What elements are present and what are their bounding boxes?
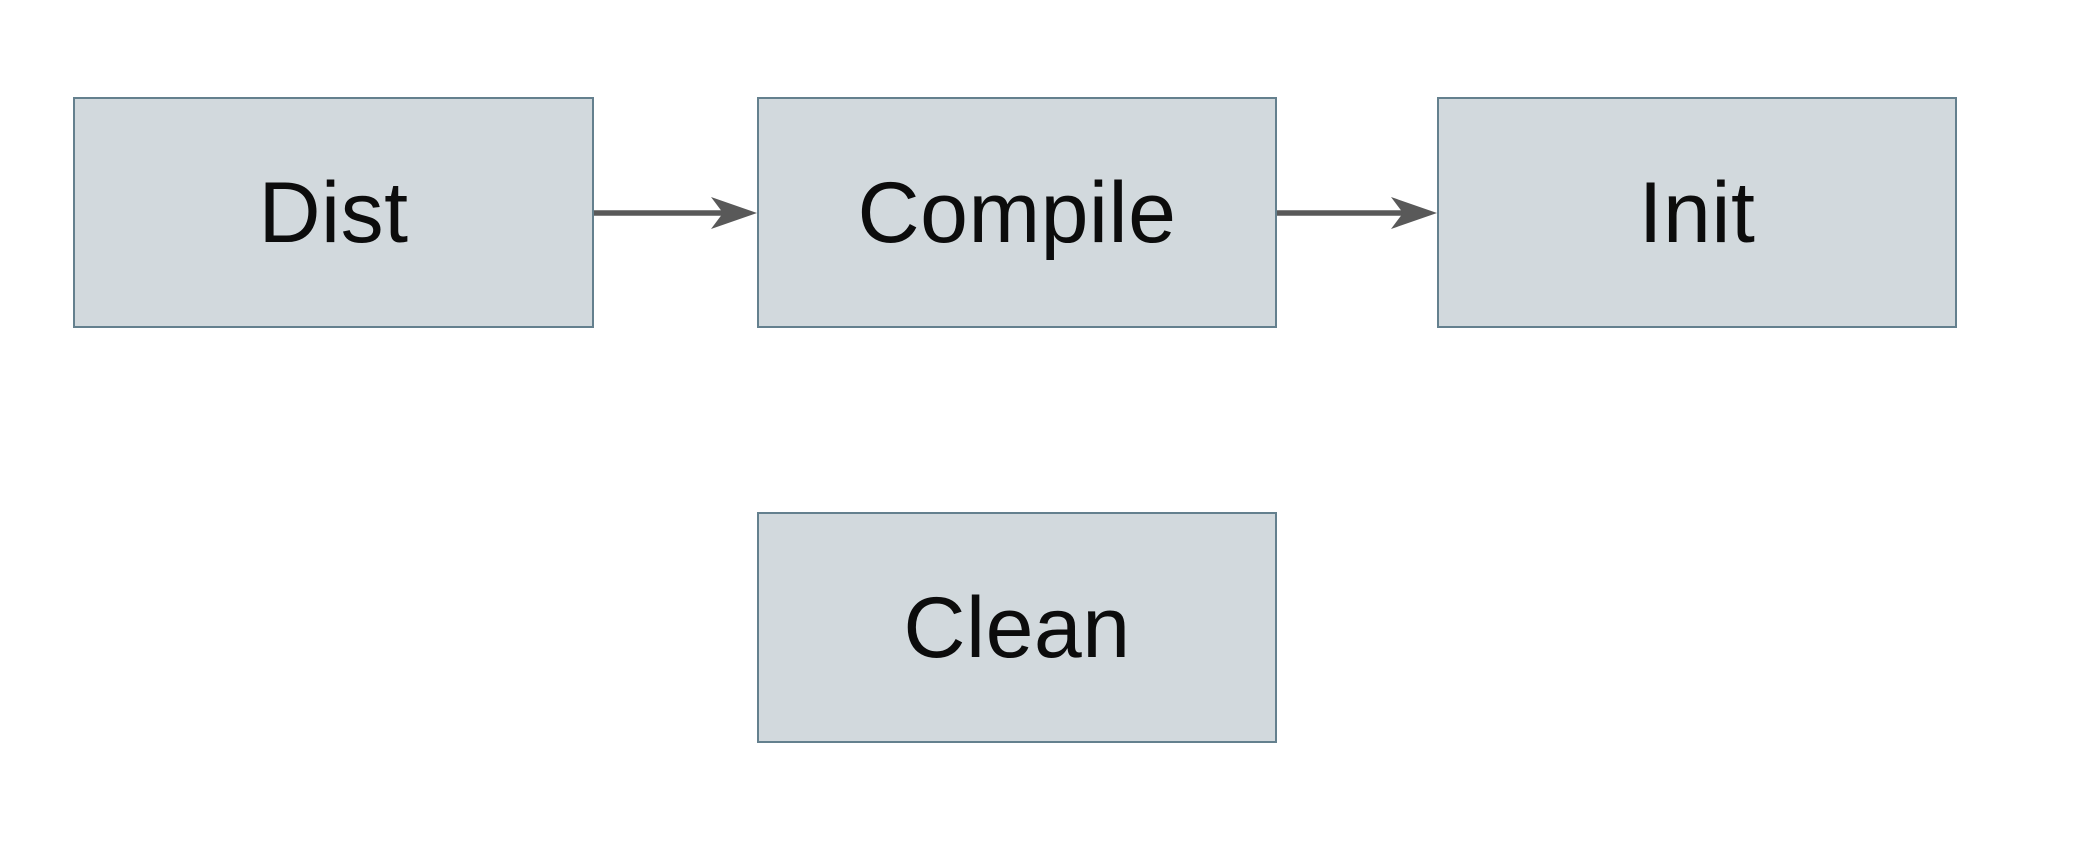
- right-arrow-icon: [1277, 197, 1437, 229]
- right-arrow-icon: [594, 197, 757, 229]
- node-init: Init: [1437, 97, 1957, 328]
- node-dist-label: Dist: [258, 164, 409, 261]
- node-clean: Clean: [757, 512, 1277, 743]
- node-compile-label: Compile: [857, 164, 1177, 261]
- node-dist: Dist: [73, 97, 594, 328]
- node-compile: Compile: [757, 97, 1277, 328]
- node-init-label: Init: [1638, 164, 1756, 261]
- arrow-dist-to-compile: [594, 195, 757, 231]
- arrow-compile-to-init: [1277, 195, 1437, 231]
- node-clean-label: Clean: [903, 579, 1131, 676]
